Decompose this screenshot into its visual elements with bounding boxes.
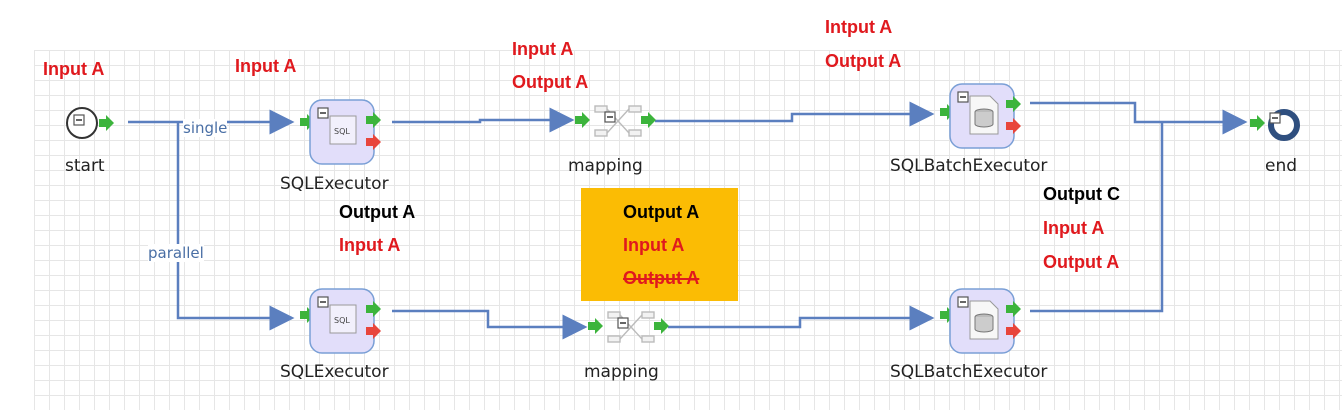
edge-batch-top-end — [1030, 101, 1248, 135]
annotation-note-struck-output: Output A — [623, 268, 700, 288]
annotation-right-input: Input A — [1043, 218, 1105, 238]
annotation-note-output: Output A — [623, 202, 700, 222]
annotation-mid-left-input: Input A — [339, 235, 401, 255]
edge-batch-bottom-end — [1030, 122, 1164, 313]
batch-executor-top-label: SQLBatchExecutor — [890, 156, 1048, 176]
start-label: start — [65, 156, 105, 176]
edge-sql-top-mapping-top — [392, 107, 575, 133]
edge-mapping-top-batch-top — [655, 101, 935, 127]
sql-executor-top-node[interactable]: SQL — [300, 98, 390, 168]
start-circle-icon — [66, 107, 114, 139]
svg-text:SQL: SQL — [334, 316, 350, 325]
edge-start-sql-bottom — [176, 122, 295, 331]
sql-executor-bottom-label: SQLExecutor — [280, 362, 389, 382]
batch-executor-top-node[interactable] — [940, 82, 1030, 152]
sql-executor-top-label: SQLExecutor — [280, 174, 389, 194]
end-circle-icon — [1250, 109, 1300, 141]
edge-label-parallel: parallel — [148, 244, 204, 262]
sql-executor-icon: SQL — [300, 99, 381, 165]
end-label: end — [1265, 156, 1298, 176]
annotation-sql-top-input: Input A — [235, 56, 297, 76]
batch-executor-icon — [940, 83, 1021, 149]
mapping-icon — [575, 105, 656, 137]
annotation-map-top-output: Output A — [512, 72, 589, 92]
edge-mapping-bottom-batch-bottom — [668, 305, 935, 331]
end-node[interactable] — [1250, 105, 1310, 145]
annotation-batch-top-output: Output A — [825, 51, 902, 71]
batch-executor-bottom-node[interactable] — [940, 287, 1030, 357]
mapping-bottom-label: mapping — [584, 362, 659, 382]
mapping-icon — [588, 311, 669, 343]
annotation-map-top-input: Input A — [512, 39, 574, 59]
mapping-top-node[interactable] — [575, 102, 659, 142]
mapping-top-label: mapping — [568, 156, 643, 176]
annotation-start-input: Input A — [43, 59, 105, 79]
edge-label-single: single — [183, 119, 228, 137]
sql-executor-icon: SQL — [300, 288, 381, 354]
batch-executor-bottom-label: SQLBatchExecutor — [890, 362, 1048, 382]
note-box — [581, 188, 738, 301]
annotation-right-output: Output A — [1043, 252, 1120, 272]
sql-executor-bottom-node[interactable]: SQL — [300, 287, 390, 357]
mapping-bottom-node[interactable] — [588, 308, 672, 348]
start-node[interactable] — [66, 105, 122, 141]
annotation-batch-top-input: Intput A — [825, 17, 893, 37]
edge-sql-bottom-mapping-bottom — [392, 309, 588, 340]
annotation-mid-left-output: Output A — [339, 202, 416, 222]
annotation-right-output-c: Output C — [1043, 184, 1120, 204]
annotation-note-input: Input A — [623, 235, 685, 255]
svg-text:SQL: SQL — [334, 127, 350, 136]
batch-executor-icon — [940, 288, 1021, 354]
